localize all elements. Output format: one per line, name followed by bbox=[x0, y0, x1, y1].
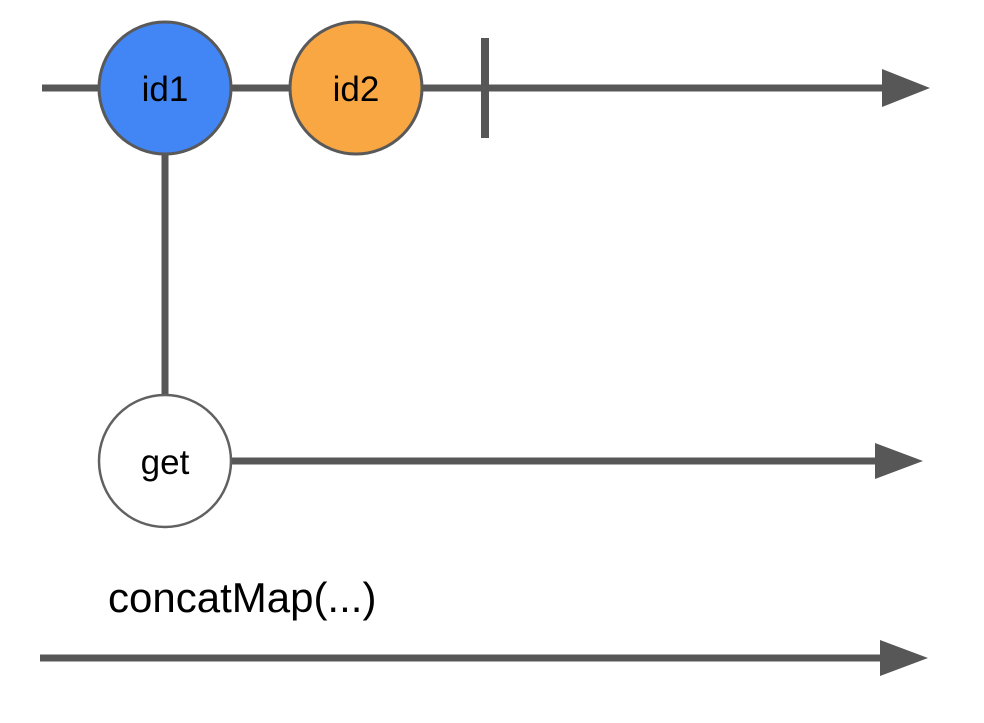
source-marble-id2-label: id2 bbox=[333, 70, 380, 109]
source-marble-id1: id1 bbox=[97, 20, 233, 156]
source-marble-id2-circle bbox=[288, 20, 424, 156]
inner-arrowhead-icon bbox=[875, 443, 923, 479]
inner-marble-get-circle bbox=[97, 393, 233, 529]
inner-marble-get: get bbox=[97, 393, 233, 529]
source-marble-id1-circle bbox=[97, 20, 233, 156]
operator-label: concatMap(...) bbox=[108, 574, 376, 621]
inner-marble-get-label: get bbox=[141, 443, 190, 482]
source-arrowhead-icon bbox=[882, 69, 930, 107]
result-arrowhead-icon bbox=[880, 640, 928, 676]
source-marble-id2: id2 bbox=[288, 20, 424, 156]
arrowheads bbox=[875, 69, 930, 676]
source-marble-id1-label: id1 bbox=[142, 70, 189, 109]
